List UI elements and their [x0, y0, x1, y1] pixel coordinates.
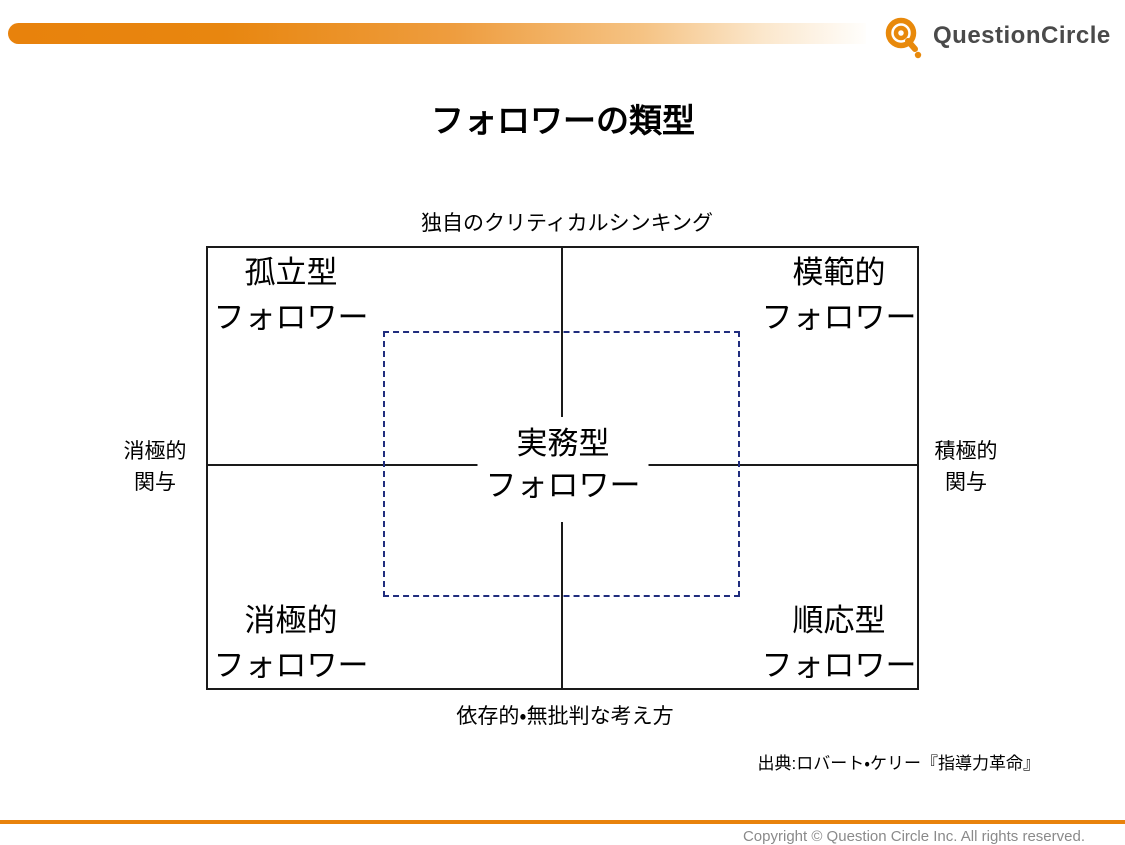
quadrant-bl-line2: フォロワー [213, 648, 369, 683]
quadrant-tr-line2: フォロワー [761, 300, 917, 335]
logo-q-icon [885, 17, 922, 59]
quadrant-conformist-follower: 順応型 フォロワー [762, 598, 917, 688]
matrix-outer-box [206, 246, 919, 690]
quadrant-br-line1: 順応型 [792, 603, 886, 638]
pragmatist-dashed-box [383, 331, 740, 597]
footer-accent-line [0, 820, 1125, 824]
axis-left-line2: 関与 [134, 471, 176, 494]
quadrant-passive-follower: 消極的 フォロワー [214, 598, 369, 688]
matrix-horizontal-line-right [645, 464, 919, 466]
axis-label-dependent-thinking: 依存的・無批判な考え方 [456, 705, 674, 728]
quadrant-isolated-follower: 孤立型 フォロワー [214, 250, 369, 340]
axis-right-line2: 関与 [945, 471, 987, 494]
quadrant-center-line2: フォロワー [485, 468, 641, 503]
axis-left-line1: 消極的 [123, 440, 187, 463]
axis-label-independent-thinking: 独自のクリティカルシンキング [420, 212, 714, 235]
axis-label-passive-engagement: 消極的 関与 [124, 436, 187, 498]
quadrant-tl-line1: 孤立型 [244, 255, 338, 290]
matrix-horizontal-line-left [206, 464, 480, 466]
logo: QuestionCircle [884, 13, 1111, 59]
quadrant-center-line1: 実務型 [516, 426, 610, 461]
quadrant-tr-line1: 模範的 [792, 255, 886, 290]
quadrant-pragmatist-follower: 実務型 フォロワー [477, 423, 649, 507]
logo-text: QuestionCircle [933, 22, 1111, 49]
copyright-text: Copyright © Question Circle Inc. All rig… [742, 828, 1085, 845]
quadrant-exemplary-follower: 模範的 フォロワー [762, 250, 917, 340]
axis-label-active-engagement: 積極的 関与 [935, 436, 998, 498]
axis-right-line1: 積極的 [934, 440, 998, 463]
header-accent-bar [8, 23, 866, 44]
page-title: フォロワーの類型 [431, 102, 695, 139]
source-citation: 出典:ロバート・ケリー『指導力革命』 [757, 754, 1040, 773]
quadrant-tl-line2: フォロワー [213, 300, 369, 335]
quadrant-br-line2: フォロワー [761, 648, 917, 683]
quadrant-bl-line1: 消極的 [244, 603, 338, 638]
matrix-vertical-line-bottom [561, 522, 563, 690]
